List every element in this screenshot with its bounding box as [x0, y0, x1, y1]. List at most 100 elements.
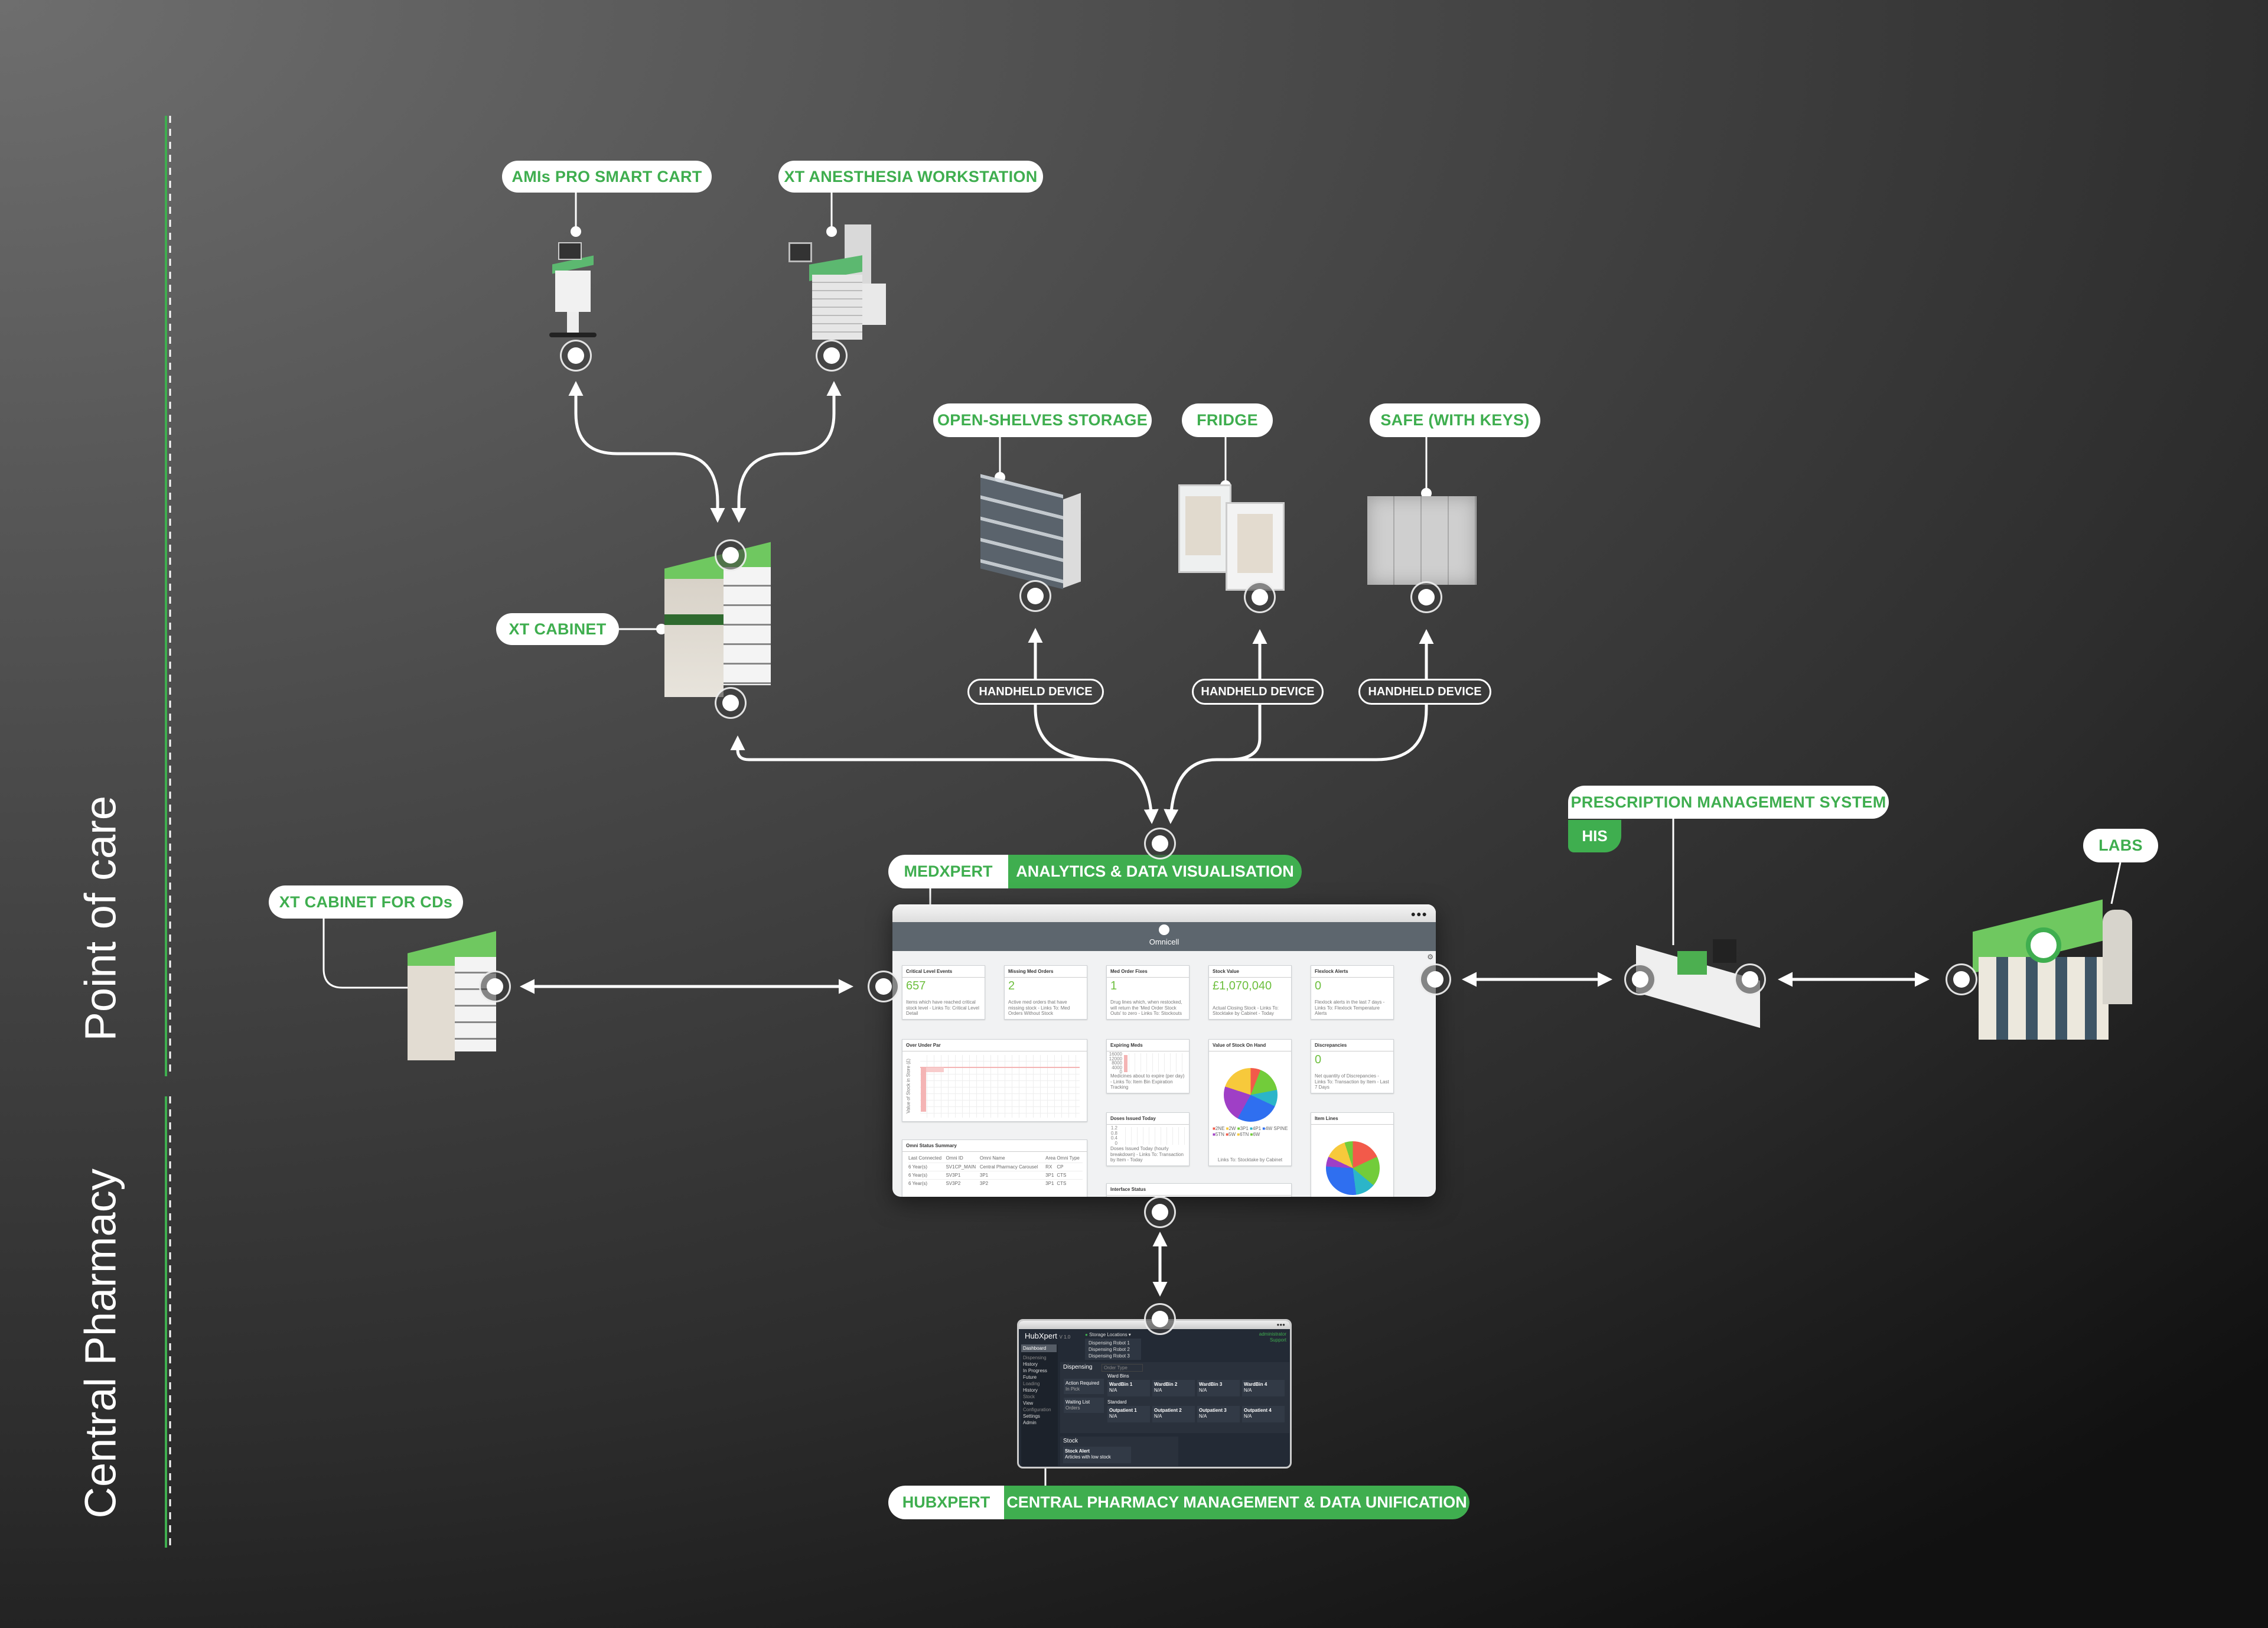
label-handheld-device: HANDHELD DEVICE [1358, 679, 1491, 705]
item-lines-card[interactable]: Item Lines [1311, 1112, 1394, 1197]
settings-gear-icon[interactable]: ⚙ [1427, 953, 1433, 961]
kpi-value: £1,070,040 [1213, 979, 1272, 992]
dropdown-option[interactable]: Dispensing Robot 2 [1089, 1347, 1130, 1352]
node-smart-cart[interactable] [560, 340, 592, 372]
dropdown-option[interactable]: Dispensing Robot 3 [1089, 1353, 1130, 1359]
nav-item[interactable]: History [1023, 1388, 1038, 1393]
pie-chart [1326, 1141, 1380, 1195]
kpi-value: 657 [906, 979, 926, 992]
hubxpert-title: HubXpert [1025, 1331, 1057, 1340]
support-link[interactable]: Support [1269, 1337, 1286, 1343]
label-handheld-device: HANDHELD DEVICE [967, 679, 1104, 705]
node-open-shelves[interactable] [1019, 580, 1051, 612]
node-xt-cabinet-cds[interactable] [479, 971, 511, 1002]
dashboard-brand: Omnicell [1149, 937, 1179, 946]
storage-locations-dropdown[interactable]: ● Storage Locations ▾ [1085, 1332, 1131, 1337]
node-pms-left[interactable] [1624, 963, 1656, 995]
kpi-desc: Items which have reached critical stock … [906, 999, 979, 1017]
node-anesthesia[interactable] [816, 340, 848, 372]
medxpert-name: MEDXPERT [888, 855, 1008, 888]
kpi-desc: Active med orders that have missing stoc… [1008, 999, 1070, 1017]
labs-building-illustration [1961, 899, 2144, 1057]
over-under-par-card[interactable]: Over Under Par Value of Stock in Store (… [902, 1039, 1087, 1122]
nav-item[interactable]: In Progress [1023, 1368, 1047, 1373]
nav-item[interactable]: Admin [1023, 1420, 1037, 1425]
card-title: Interface Status [1107, 1184, 1291, 1196]
node-dashboard-right[interactable] [1419, 963, 1451, 995]
dropdown-option[interactable]: Dispensing Robot 1 [1089, 1340, 1130, 1346]
y-axis-label: Value of Stock in Store (£) [905, 1059, 911, 1113]
connector-handheld-1 [1034, 705, 1105, 761]
connector-handheld-3 [1228, 705, 1428, 761]
stock-title: Stock [1063, 1438, 1078, 1444]
xt-cabinet-cds-illustration [408, 931, 496, 1069]
card-title: Discrepancies [1311, 1040, 1393, 1051]
node-fridge[interactable] [1244, 581, 1276, 613]
node-xt-cabinet-top[interactable] [715, 539, 747, 571]
discrepancies-card[interactable]: Discrepancies 0 Net quantity of Discrepa… [1311, 1039, 1394, 1093]
nav-dashboard[interactable]: Dashboard [1021, 1344, 1057, 1352]
label-smart-cart: AMIs PRO SMART CART [502, 161, 712, 193]
node-dashboard-bottom[interactable] [1144, 1196, 1176, 1228]
stock-on-hand-card[interactable]: Value of Stock On Hand ■2NE ■2W ■3P1 ■4P… [1208, 1039, 1292, 1166]
kpi-desc: Drug lines which, when restocked, will r… [1110, 999, 1182, 1017]
label-open-shelves: OPEN-SHELVES STORAGE [933, 403, 1152, 437]
bar [921, 1067, 926, 1112]
open-shelves-illustration [975, 473, 1081, 591]
nav-item[interactable]: View [1023, 1401, 1034, 1406]
node-safe[interactable] [1410, 581, 1442, 613]
label-fridge: FRIDGE [1182, 403, 1273, 437]
node-dashboard-top[interactable] [1144, 828, 1176, 859]
dispensing-title: Dispensing [1063, 1364, 1093, 1370]
smart-cart-illustration [540, 224, 605, 343]
node-hubxpert[interactable] [1144, 1303, 1176, 1335]
nav-item[interactable]: Settings [1023, 1414, 1040, 1419]
nav-item[interactable]: Future [1023, 1375, 1037, 1380]
label-xt-cabinet-cds: XT CABINET FOR CDs [269, 885, 463, 919]
kpi-value: 1 [1110, 979, 1117, 992]
label-medxpert: MEDXPERT ANALYTICS & DATA VISUALISATION [888, 855, 1302, 888]
kpi-title: Critical Level Events [902, 966, 985, 978]
node-xt-cabinet-bottom[interactable] [715, 687, 747, 719]
nav-item[interactable]: History [1023, 1362, 1038, 1367]
order-type-input[interactable]: Order Type [1102, 1364, 1143, 1372]
pie-chart [1224, 1068, 1278, 1122]
node-labs[interactable] [1946, 963, 1977, 995]
hubxpert-name: HUBXPERT [888, 1486, 1004, 1519]
medxpert-description: ANALYTICS & DATA VISUALISATION [1008, 855, 1302, 888]
xt-cabinet-illustration [664, 542, 771, 715]
kpi-title: Med Order Fixes [1107, 966, 1189, 978]
interface-status-card[interactable]: Interface Status [1106, 1183, 1292, 1197]
more-dots-icon[interactable]: ●●● [1410, 909, 1428, 919]
node-pms-right[interactable] [1734, 963, 1766, 995]
more-dots-icon[interactable]: ●●● [1276, 1322, 1286, 1327]
anesthesia-workstation-illustration [788, 219, 892, 349]
node-dashboard-left[interactable] [868, 971, 900, 1002]
connector-cabinet-medxpert [730, 735, 1159, 824]
user-name[interactable]: administrator [1259, 1331, 1286, 1337]
card-desc: Medicines about to expire (per day) - Li… [1110, 1073, 1185, 1090]
